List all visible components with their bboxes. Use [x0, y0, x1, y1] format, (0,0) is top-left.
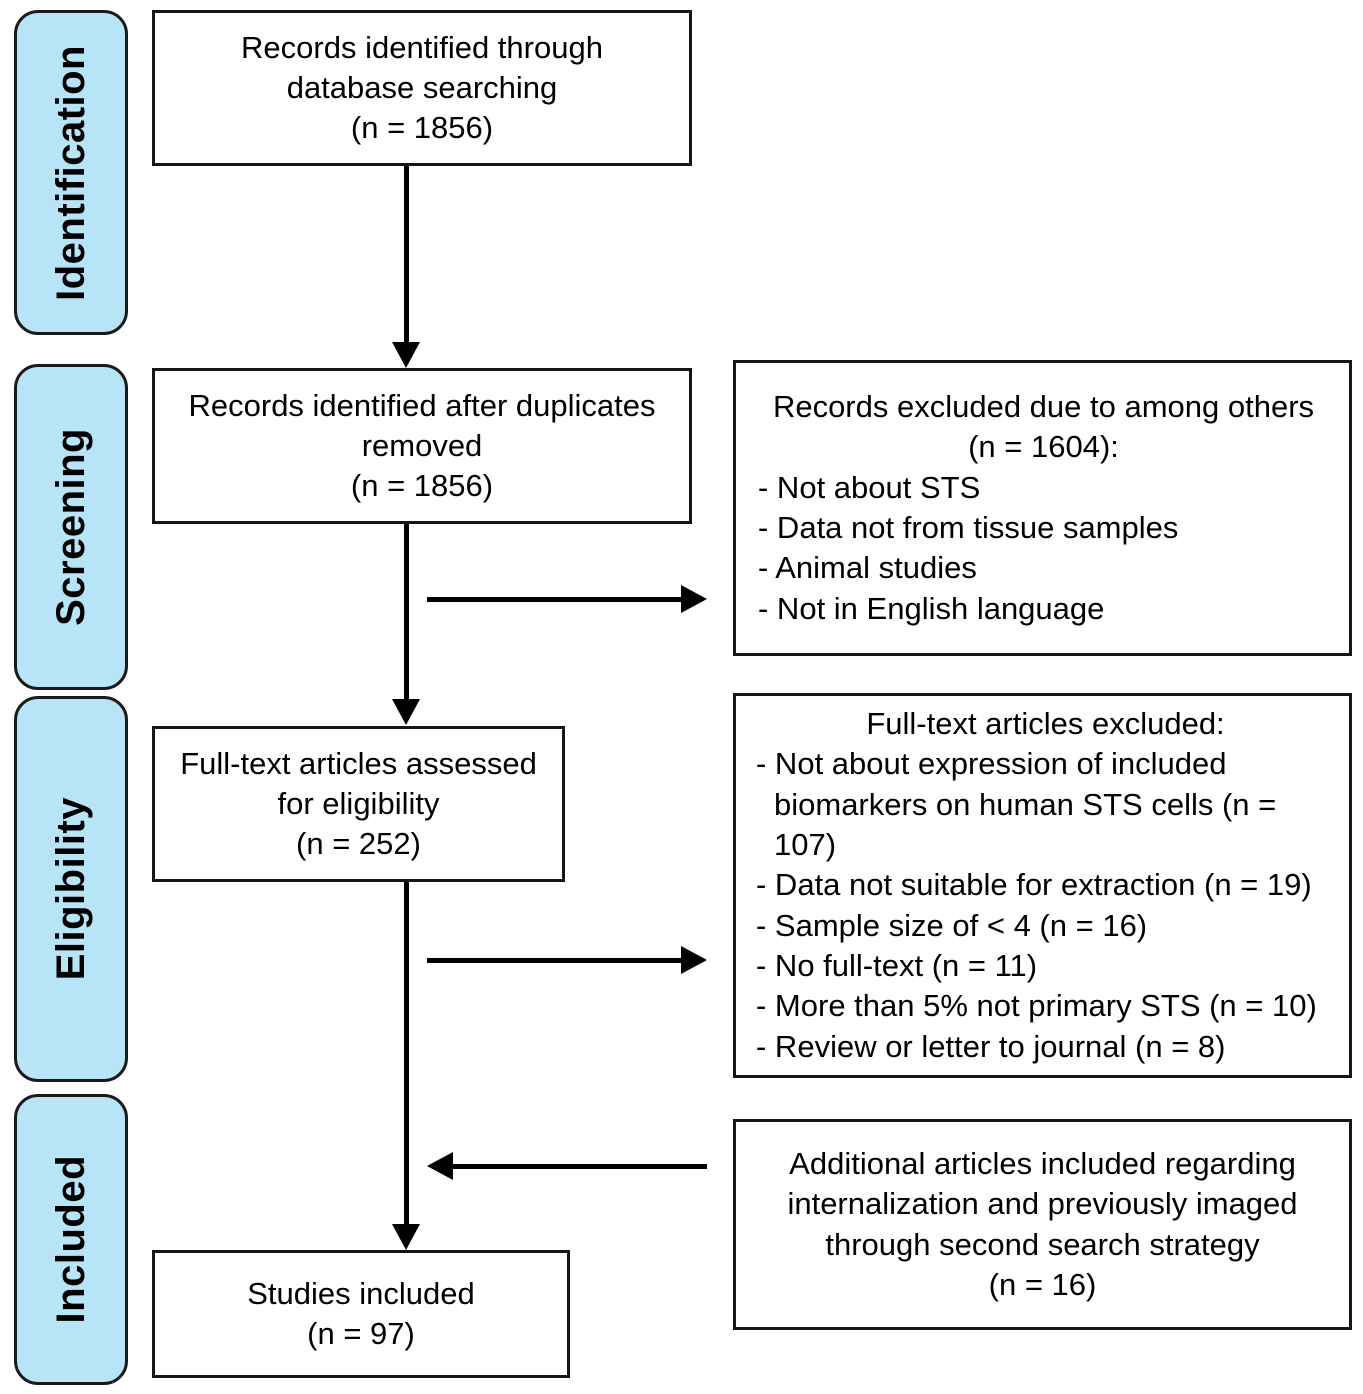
- box-text-line: Records identified through: [241, 29, 603, 65]
- arrow-head-right-icon: [681, 946, 707, 974]
- stage-label-text: Eligibility: [49, 797, 93, 981]
- list-item: - Animal studies: [758, 550, 977, 586]
- arrow-head-down-icon: [392, 1224, 420, 1250]
- stage-label-identification: Identification: [14, 10, 128, 335]
- arrow-head-down-icon: [392, 342, 420, 368]
- box-text-line: database searching: [286, 69, 558, 105]
- box-additional-included: Additional articles included regarding i…: [733, 1119, 1352, 1330]
- box-fulltext-assessed: Full-text articles assessed for eligibil…: [152, 726, 565, 882]
- list-item: - Not about STS: [758, 469, 981, 505]
- box-text-line: for eligibility: [277, 785, 440, 821]
- list-item: - Review or letter to journal (n = 8): [756, 1028, 1226, 1064]
- arrow-head-down-icon: [392, 699, 420, 725]
- box-text-line: (n = 252): [296, 826, 421, 862]
- box-text-line: Studies included: [247, 1275, 475, 1311]
- exclusion-reason-list: - Not about STS - Data not from tissue s…: [758, 468, 1329, 629]
- arrow-shaft: [427, 958, 683, 963]
- box-duplicates-removed: Records identified after duplicates remo…: [152, 368, 692, 524]
- list-item: - Sample size of < 4 (n = 16): [756, 907, 1148, 943]
- box-text-line: Records identified after duplicates: [188, 387, 656, 423]
- list-item: - Not about expression of included bioma…: [756, 746, 1277, 863]
- list-item: - No full-text (n = 11): [756, 947, 1038, 983]
- exclusion-reason-list: - Not about expression of included bioma…: [756, 744, 1335, 1066]
- box-text-line: through second search strategy: [825, 1226, 1260, 1262]
- list-item: - Not in English language: [758, 590, 1105, 626]
- list-item: - Data not suitable for extraction (n = …: [756, 867, 1312, 903]
- box-heading-line: (n = 1604):: [968, 429, 1119, 465]
- stage-label-included: Included: [14, 1094, 128, 1385]
- box-fulltext-excluded: Full-text articles excluded: - Not about…: [733, 693, 1352, 1078]
- box-heading-line: Records excluded due to among others: [772, 389, 1315, 425]
- arrow-shaft: [404, 882, 409, 1226]
- stage-label-text: Screening: [49, 428, 93, 626]
- stage-label-text: Included: [49, 1155, 93, 1324]
- box-studies-included: Studies included (n = 97): [152, 1250, 570, 1378]
- box-records-identified: Records identified through database sear…: [152, 10, 692, 166]
- box-text-line: Full-text articles assessed: [180, 745, 537, 781]
- arrow-shaft: [404, 166, 409, 344]
- list-item: - Data not from tissue samples: [758, 510, 1179, 545]
- arrow-shaft: [451, 1164, 707, 1169]
- arrow-shaft: [427, 597, 683, 602]
- box-text-line: (n = 1856): [350, 110, 494, 146]
- arrow-head-right-icon: [681, 585, 707, 613]
- arrow-shaft: [404, 524, 409, 701]
- box-records-excluded: Records excluded due to among others (n …: [733, 360, 1352, 656]
- box-text-line: Additional articles included regarding: [789, 1145, 1296, 1181]
- box-text-line: (n = 97): [307, 1316, 415, 1351]
- box-heading-line: Full-text articles excluded:: [866, 706, 1225, 742]
- stage-label-screening: Screening: [14, 364, 128, 690]
- box-text-line: internalization and previously imaged: [787, 1186, 1298, 1222]
- stage-label-text: Identification: [49, 44, 93, 301]
- list-item: - More than 5% not primary STS (n = 10): [756, 988, 1317, 1024]
- stage-label-eligibility: Eligibility: [14, 696, 128, 1082]
- box-text-line: removed: [361, 427, 483, 463]
- box-text-line: (n = 16): [988, 1266, 1097, 1302]
- box-text-line: (n = 1856): [350, 468, 494, 504]
- arrow-head-left-icon: [427, 1152, 453, 1180]
